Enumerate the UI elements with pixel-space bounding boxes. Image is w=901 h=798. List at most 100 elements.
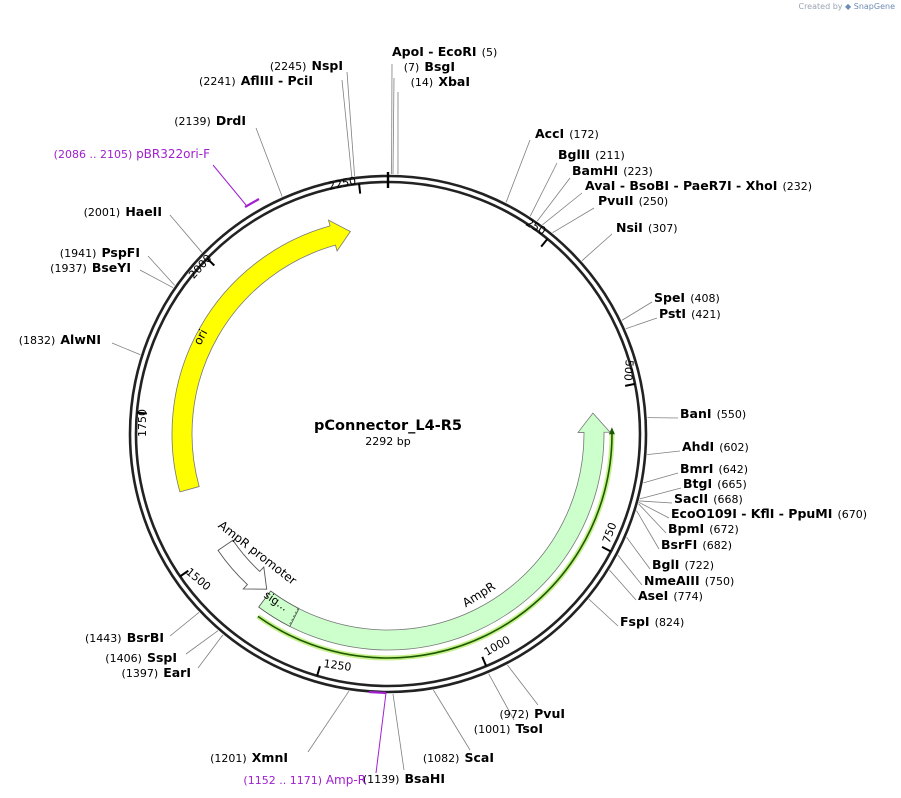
leader-drdi <box>255 127 283 197</box>
site-position: (672) <box>709 523 739 536</box>
site-name: NspI <box>311 58 343 73</box>
site-position: (172) <box>569 128 599 141</box>
site-bsgi[interactable]: (7) BsgI <box>404 56 455 75</box>
site-psti[interactable]: PstI (421) <box>659 303 721 322</box>
site-eari[interactable]: (1397) EarI <box>122 662 191 681</box>
site-name: ApoI - EcoRI <box>392 44 477 59</box>
tick-mark-1250 <box>316 665 321 677</box>
site-xmni[interactable]: (1201) XmnI <box>210 747 288 766</box>
leader-bmri <box>643 472 679 484</box>
site-name: BmrI <box>680 461 713 476</box>
site-ecoo109i-kfli-ppumi[interactable]: EcoO109I - KflI - PpuMI (670) <box>671 503 867 522</box>
site-bsrbi[interactable]: (1443) BsrBI <box>85 627 164 646</box>
site-afliii-pcii[interactable]: (2241) AflIII - PciI <box>199 70 313 89</box>
ampr-orf-line <box>257 432 613 659</box>
site-nmeaiii[interactable]: NmeAIII (750) <box>644 570 734 589</box>
site-name: NsiI <box>616 220 643 235</box>
leader-asei <box>609 569 637 601</box>
site-name: XmnI <box>252 750 288 765</box>
label-group: ApoI - EcoRI (5)(7) BsgI(14) XbaI AccI (1… <box>19 41 867 787</box>
site-position: (232) <box>782 180 812 193</box>
site-name: SspI <box>147 650 177 665</box>
site-bgli[interactable]: BglI (722) <box>652 554 714 573</box>
site-bani[interactable]: BanI (550) <box>680 403 746 422</box>
site-bsahi[interactable]: (1139) BsaHI <box>363 768 445 787</box>
site-fspi[interactable]: FspI (824) <box>620 611 684 630</box>
site-name: HaeII <box>125 204 162 219</box>
site-position: (2241) <box>199 75 236 88</box>
site-bsrfi[interactable]: BsrFI (682) <box>661 534 732 553</box>
site-position: (750) <box>705 575 735 588</box>
primer-bar-amp-r[interactable] <box>368 690 387 695</box>
site-position: (774) <box>673 590 703 603</box>
site-avai-bsobi-paer7i-xhoi[interactable]: AvaI - BsoBI - PaeR7I - XhoI (232) <box>585 175 812 194</box>
site-name: SacII <box>674 491 708 506</box>
site-position: (682) <box>702 539 732 552</box>
site-ahdi[interactable]: AhdI (602) <box>682 436 749 455</box>
primer-amp-r[interactable]: (1152 .. 1171) Amp-R <box>243 773 366 787</box>
signal-peptide-box[interactable] <box>258 590 300 627</box>
site-bmri[interactable]: BmrI (642) <box>680 458 748 477</box>
site-scai[interactable]: (1082) ScaI <box>423 747 494 766</box>
site-name: NmeAIII <box>644 573 700 588</box>
primer-pbr322ori-f[interactable]: (2086 .. 2105) pBR322ori-F <box>54 147 210 161</box>
site-btgi[interactable]: BtgI (665) <box>683 473 747 492</box>
leader-bsahi <box>392 693 405 771</box>
leader-bsrbi <box>169 612 200 637</box>
ori-feature-arc[interactable] <box>171 219 351 493</box>
site-nspi[interactable]: (2245) NspI <box>270 55 343 74</box>
ampr-promoter-arrow[interactable] <box>217 539 268 590</box>
leader-bglii <box>529 162 558 217</box>
site-pspfi[interactable]: (1941) PspFI <box>60 242 140 261</box>
site-position: (1082) <box>423 752 460 765</box>
snapgene-credit: Created by ◆ SnapGene <box>798 2 895 11</box>
site-pvuii[interactable]: PvuII (250) <box>598 190 668 209</box>
site-position: (1443) <box>85 632 122 645</box>
site-name: BsaHI <box>404 771 445 786</box>
backbone-outer <box>128 174 648 694</box>
site-bglii[interactable]: BglII (211) <box>558 144 625 163</box>
site-bseyi[interactable]: (1937) BseYI <box>50 257 131 276</box>
site-position: (1397) <box>122 667 159 680</box>
site-asei[interactable]: AseI (774) <box>638 585 703 604</box>
site-name: PstI <box>659 306 686 321</box>
site-name: BamHI <box>572 163 618 178</box>
site-xbai[interactable]: (14) XbaI <box>411 71 470 90</box>
site-alwni[interactable]: (1832) AlwNI <box>19 329 101 348</box>
site-position: (1937) <box>50 262 87 275</box>
site-position: (722) <box>685 559 715 572</box>
site-haeii[interactable]: (2001) HaeII <box>84 201 162 220</box>
site-name: BsgI <box>424 59 455 74</box>
site-acci[interactable]: AccI (172) <box>535 123 599 142</box>
site-bamhi[interactable]: BamHI (223) <box>572 160 653 179</box>
site-tsoi[interactable]: (1001) TsoI <box>474 718 543 737</box>
site-name: AhdI <box>682 439 714 454</box>
tick-mark-1000 <box>481 656 488 667</box>
primer-name: Amp-R <box>326 773 366 787</box>
site-name: BglII <box>558 147 590 162</box>
site-pvui[interactable]: (972) PvuI <box>499 703 565 722</box>
site-position: (824) <box>655 616 685 629</box>
site-name: BseYI <box>92 260 131 275</box>
site-sacii[interactable]: SacII (668) <box>674 488 743 507</box>
leader-group <box>111 63 682 771</box>
site-name: EcoO109I - KflI - PpuMI <box>671 506 832 521</box>
leader-avai-bsobi-paer7i-xhoi <box>542 192 583 226</box>
site-name: BpmI <box>668 521 704 536</box>
site-apoi-ecori[interactable]: ApoI - EcoRI (5) <box>392 41 497 60</box>
primer-leader-pbr322ori-f <box>212 164 247 206</box>
site-nsii[interactable]: NsiI (307) <box>616 217 678 236</box>
primer-bar-pbr322ori-f[interactable] <box>244 198 260 208</box>
site-sspi[interactable]: (1406) SspI <box>105 647 177 666</box>
site-position: (2001) <box>84 206 121 219</box>
plasmid-size: 2292 bp <box>365 435 410 448</box>
site-position: (2139) <box>174 115 211 128</box>
site-drdi[interactable]: (2139) DrdI <box>174 110 246 129</box>
ampr-feature-arc[interactable] <box>258 412 611 651</box>
leader-nmeaiii <box>617 555 643 586</box>
site-spei[interactable]: SpeI (408) <box>654 287 720 306</box>
leader-tsoi <box>488 673 515 721</box>
site-position: (408) <box>690 292 720 305</box>
site-bpmi[interactable]: BpmI (672) <box>668 518 739 537</box>
snapgene-logo-icon: ◆ <box>845 2 852 11</box>
